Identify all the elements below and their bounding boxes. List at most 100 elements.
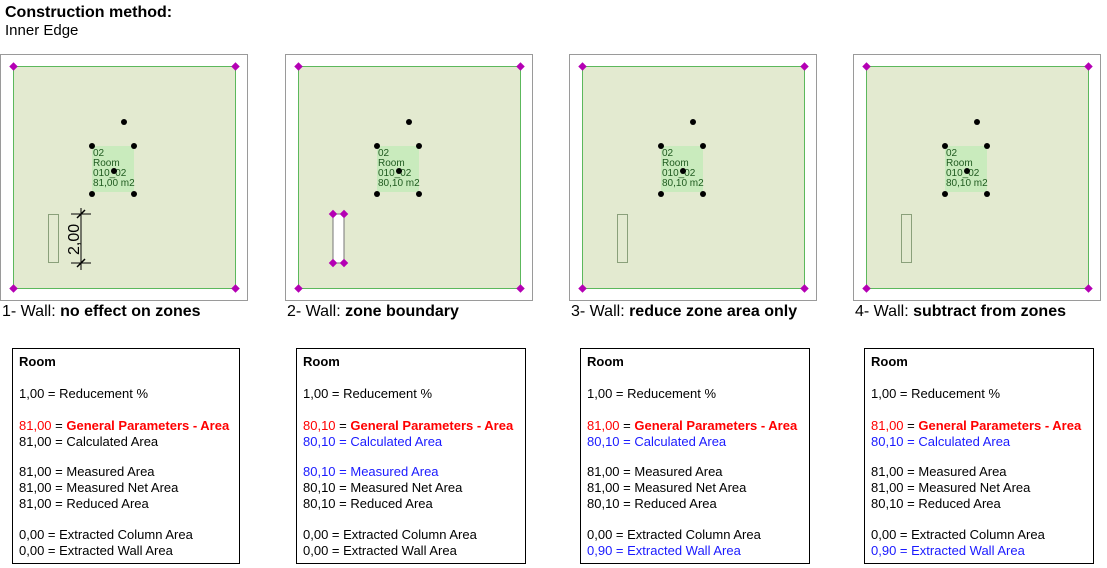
construction-method-title: Construction method:: [5, 4, 173, 21]
parameter-separator: =: [896, 386, 912, 401]
stamp-handle-icon: [942, 143, 948, 149]
zone-vertex-icon: [516, 284, 525, 293]
parameter-label: Measured Area: [66, 464, 155, 479]
parameter-value: 81,00: [587, 464, 620, 479]
parameter-separator: =: [335, 434, 351, 449]
parameter-value: 81,00: [587, 480, 620, 495]
stamp-handle-icon: [690, 119, 696, 125]
parameter-value: 80,10: [303, 480, 336, 495]
stamp-handle-icon: [680, 168, 686, 174]
parameter-label: General Parameters - Area: [634, 418, 798, 433]
parameter-label: Reduced Area: [634, 496, 717, 511]
parameter-row: 0,00 = Extracted Column Area: [303, 527, 477, 542]
parameter-label: Measured Area: [918, 464, 1007, 479]
parameter-label: Measured Net Area: [918, 480, 1031, 495]
stamp-handle-icon: [396, 168, 402, 174]
parameter-row: 81,00 = Measured Net Area: [19, 480, 178, 495]
parameter-separator: =: [903, 496, 919, 511]
parameter-label: Measured Net Area: [66, 480, 179, 495]
parameter-row: 0,90 = Extracted Wall Area: [587, 543, 741, 558]
dimension-tick-icon: [76, 209, 86, 219]
zone-vertex-icon: [231, 284, 240, 293]
parameter-row: 81,00 = Measured Net Area: [587, 480, 746, 495]
wall-option-caption-4: 4- Wall: subtract from zones: [855, 303, 1066, 321]
caption-option: no effect on zones: [60, 303, 201, 320]
parameter-separator: =: [612, 386, 628, 401]
parameter-row: 81,00 = General Parameters - Area: [19, 418, 229, 433]
parameter-row: 0,00 = Extracted Wall Area: [19, 543, 173, 558]
parameter-row: 0,00 = Extracted Column Area: [19, 527, 193, 542]
wall-element: [901, 214, 912, 263]
parameter-label: Measured Area: [350, 464, 439, 479]
zone-vertex-icon: [800, 284, 809, 293]
stamp-handle-icon: [374, 191, 380, 197]
stamp-handle-icon: [121, 119, 127, 125]
parameter-value: 81,00: [19, 496, 52, 511]
parameter-value: 0,00: [871, 527, 897, 542]
parameter-label: Measured Net Area: [634, 480, 747, 495]
parameter-value: 1,00: [871, 386, 897, 401]
stamp-handle-icon: [942, 191, 948, 197]
parameter-separator: =: [335, 464, 351, 479]
parameter-row: 80,10 = General Parameters - Area: [303, 418, 513, 433]
parameter-row: 80,10 = Calculated Area: [303, 434, 442, 449]
parameter-value: 0,00: [19, 543, 45, 558]
parameter-value: 81,00: [19, 434, 52, 449]
parameter-row: 1,00 = Reducement %: [587, 386, 716, 401]
zone-vertex-icon: [294, 62, 303, 71]
parameter-value: 81,00: [587, 418, 620, 433]
parameter-value: 80,10: [587, 496, 620, 511]
parameter-row: 0,00 = Extracted Column Area: [587, 527, 761, 542]
parameter-label: Extracted Column Area: [59, 527, 193, 542]
parameter-separator: =: [903, 464, 919, 479]
parameter-value: 1,00: [587, 386, 613, 401]
parameter-row: 81,00 = Measured Area: [871, 464, 1007, 479]
box-title: Room: [871, 354, 908, 369]
caption-option: subtract from zones: [913, 303, 1066, 320]
room-stamp-line: 81,00 m2: [93, 178, 135, 189]
stamp-handle-icon: [416, 191, 422, 197]
parameter-separator: =: [328, 543, 344, 558]
parameter-separator: =: [612, 527, 628, 542]
caption-option: zone boundary: [345, 303, 459, 320]
wall-vertex-icon: [339, 209, 349, 219]
parameter-label: Reduced Area: [918, 496, 1001, 511]
room-stamp-line: 80,10 m2: [378, 178, 420, 189]
parameter-separator: =: [335, 480, 351, 495]
parameter-label: Extracted Column Area: [627, 527, 761, 542]
parameter-row: 0,90 = Extracted Wall Area: [871, 543, 1025, 558]
parameter-separator: =: [896, 527, 912, 542]
parameter-value: 0,00: [19, 527, 45, 542]
room-stamp-line: Room: [946, 158, 973, 169]
parameter-value: 80,10: [871, 434, 904, 449]
caption-prefix: 1- Wall:: [2, 303, 61, 320]
stamp-handle-icon: [700, 191, 706, 197]
parameter-label: Reduced Area: [66, 496, 149, 511]
parameter-row: 81,00 = General Parameters - Area: [587, 418, 797, 433]
parameter-value: 81,00: [19, 418, 52, 433]
stamp-handle-icon: [89, 143, 95, 149]
parameter-label: Extracted Wall Area: [911, 543, 1025, 558]
wall-vertex-icon: [328, 258, 338, 268]
parameter-separator: =: [335, 418, 351, 433]
parameter-label: Reducement %: [627, 386, 717, 401]
stamp-handle-icon: [974, 119, 980, 125]
parameter-label: Reducement %: [59, 386, 149, 401]
room-stamp-line: 02: [946, 148, 958, 159]
parameter-label: General Parameters - Area: [66, 418, 230, 433]
box-title: Room: [19, 354, 56, 369]
wall-vertex-icon: [339, 258, 349, 268]
stamp-handle-icon: [406, 119, 412, 125]
parameter-separator: =: [51, 418, 67, 433]
parameter-label: Calculated Area: [634, 434, 727, 449]
parameter-value: 81,00: [871, 418, 904, 433]
parameter-label: Measured Area: [634, 464, 723, 479]
parameter-label: Measured Net Area: [350, 480, 463, 495]
parameter-value: 80,10: [303, 418, 336, 433]
parameter-label: Calculated Area: [66, 434, 159, 449]
parameter-separator: =: [51, 434, 67, 449]
room-stamp-line: 80,10 m2: [946, 178, 988, 189]
